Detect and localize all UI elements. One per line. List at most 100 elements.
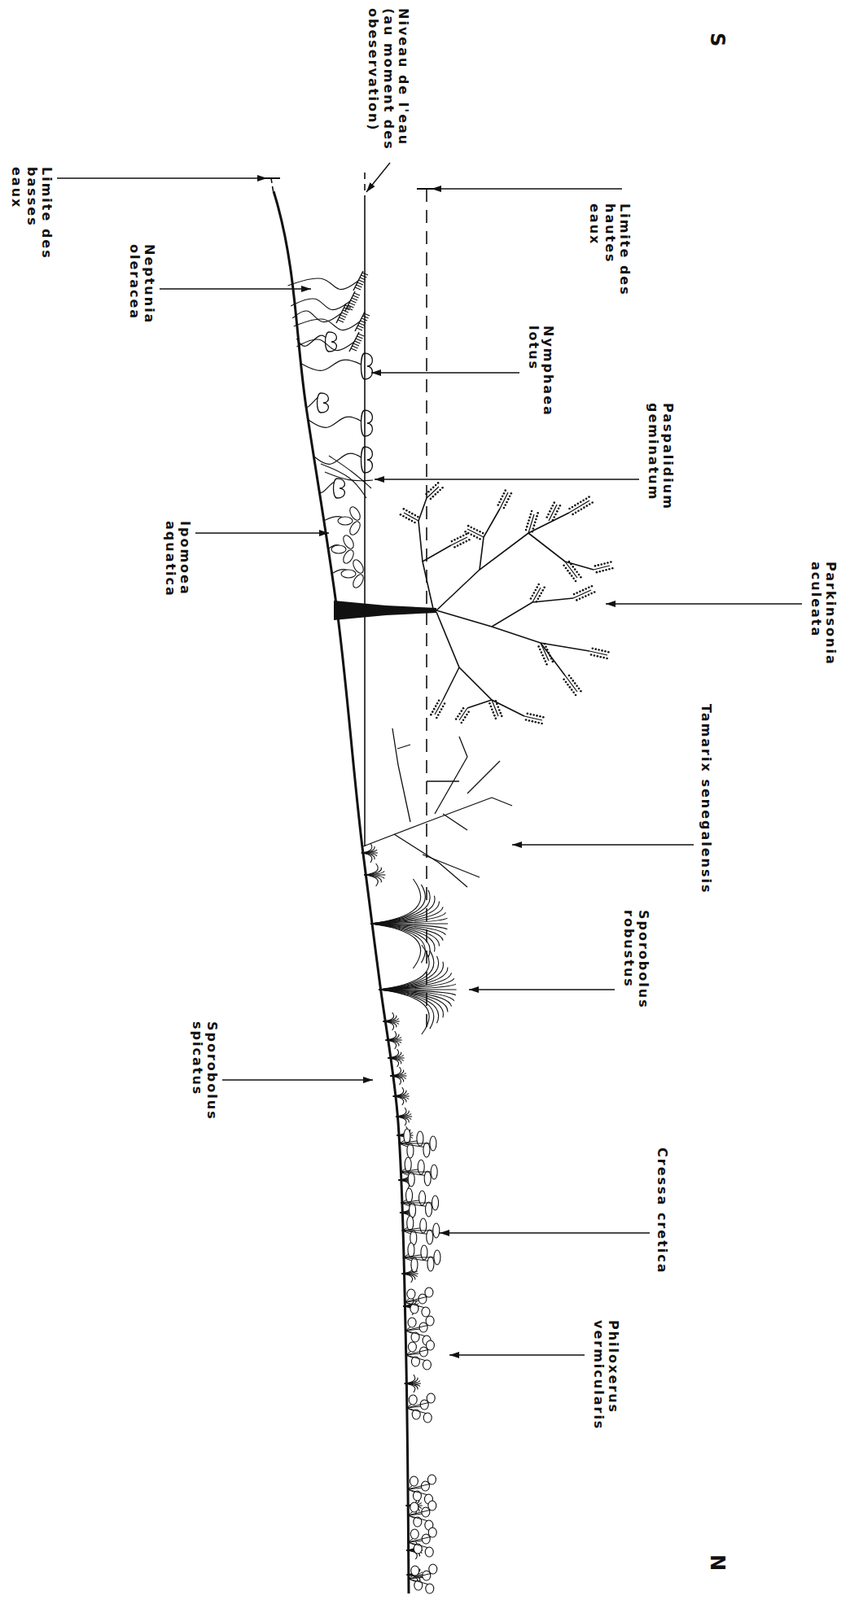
sporobolus-robustus-tuft: [370, 879, 448, 969]
leader-arrow: [195, 532, 329, 534]
plant-stem: [403, 1257, 438, 1259]
sporobolus-robustus-tuft: [379, 945, 457, 1035]
leaflet-dot: [600, 649, 604, 653]
leaflet-dot: [532, 527, 535, 531]
leaflet-dot: [493, 714, 496, 718]
tree-branch: [479, 508, 500, 570]
grass-blade: [324, 472, 373, 482]
leaflet-dot: [562, 679, 566, 682]
leaflet-dot: [440, 708, 443, 711]
neptunia-leaflet: [350, 348, 357, 351]
ipomoea-leaf: [341, 569, 356, 579]
water-level-line: [363, 195, 366, 847]
leaflet-dot: [570, 574, 574, 578]
plant-leaf: [408, 1395, 417, 1406]
leaflet-dot: [573, 593, 576, 596]
leaflet-dot: [601, 569, 605, 573]
leaflet-dot: [438, 699, 441, 702]
leaflet-dot: [566, 569, 570, 573]
grass-leaf: [370, 902, 439, 925]
compass-label: N: [705, 1555, 728, 1573]
leaflet-dot: [569, 563, 573, 566]
leaflet-dot: [456, 715, 460, 719]
leaflet-dot: [535, 714, 539, 718]
leaflet-dot: [582, 499, 585, 502]
tree-twig: [499, 492, 509, 509]
leaflet-dot: [437, 714, 440, 717]
leaflet-dot: [579, 500, 583, 504]
plant-leaf: [423, 1143, 430, 1158]
plant-stem: [399, 1172, 434, 1174]
philoxerus-plant: [405, 1340, 434, 1371]
grass-leaf: [379, 968, 448, 991]
plant-stem: [408, 1579, 430, 1586]
leaflet-dot: [554, 513, 557, 517]
neptunia-leaflet: [357, 282, 364, 285]
tree-twig: [451, 537, 468, 546]
leaflet-dot: [525, 718, 528, 722]
philoxerus-plant: [407, 1528, 437, 1558]
tree-twig: [548, 504, 557, 522]
plant-stem: [404, 1296, 430, 1303]
leaflet-dot: [453, 546, 456, 549]
leaflet-dot: [490, 705, 493, 709]
tamarix-branch: [434, 757, 468, 815]
plant-leaf: [425, 1340, 434, 1351]
leaflet-dot: [469, 534, 473, 537]
leaflet-dot: [572, 565, 575, 569]
plant-leaf: [403, 1129, 411, 1144]
profile-label: Parkinsonia aculeata: [807, 561, 838, 684]
leaflet-dot: [537, 645, 540, 649]
cressa-plant: [398, 1129, 437, 1159]
leaflet-dot: [455, 718, 458, 721]
leaflet-dot: [460, 722, 463, 725]
leaflet-dot: [591, 585, 594, 588]
neptunia-leaflet: [359, 323, 365, 326]
leaflet-dot: [611, 567, 614, 570]
leader-arrow: [159, 288, 312, 290]
neptunia-stem: [296, 339, 355, 351]
cressa-plant: [403, 1243, 441, 1273]
plant-stem: [402, 1231, 437, 1232]
nymphaea-leaf: [361, 446, 373, 474]
plant-leaf: [433, 1250, 441, 1266]
plant-stem: [398, 1143, 434, 1145]
leaflet-dot: [598, 570, 601, 574]
leaflet-dot: [582, 589, 585, 592]
leaflet-dot: [581, 596, 584, 600]
plant-leaf: [421, 1307, 430, 1318]
philoxerus-plant: [406, 1393, 435, 1424]
plant-stem: [398, 1143, 427, 1148]
leaflet-dot: [539, 592, 543, 596]
nymphaea-leaf: [325, 332, 338, 352]
leaflet-dot: [575, 591, 579, 595]
tree-branch: [491, 598, 574, 627]
leaflet-dot: [442, 705, 445, 709]
leaflet-dot: [569, 572, 572, 575]
plant-stem: [407, 1515, 430, 1522]
high-water-line: [425, 188, 428, 1035]
grass-leaf: [390, 1076, 402, 1086]
leaflet-dot: [572, 578, 575, 581]
leaflet-dot: [405, 509, 408, 513]
leaflet-dot: [573, 504, 577, 508]
leaflet-dot: [535, 586, 539, 589]
tamarix-branch: [392, 728, 411, 823]
tamarix-branch: [442, 814, 468, 831]
neptunia-leaflet: [339, 317, 346, 320]
profile-label: Tamarix senegalensis: [698, 704, 714, 895]
plant-stem: [405, 1331, 427, 1337]
leaflet-dot: [528, 516, 531, 519]
leaflet-dot: [453, 538, 456, 542]
leader-arrow: [371, 372, 520, 373]
leaflet-dot: [462, 542, 465, 545]
leaflet-dot: [536, 512, 539, 515]
tree-twig: [540, 643, 549, 662]
leaflet-dot: [432, 495, 435, 499]
leaflet-dot: [552, 504, 555, 508]
leaflet-dot: [584, 587, 588, 591]
leaflet-dot: [588, 503, 592, 506]
tree-branch: [436, 612, 525, 717]
leaflet-dot: [441, 486, 444, 490]
philoxerus-plant: [407, 1475, 436, 1505]
